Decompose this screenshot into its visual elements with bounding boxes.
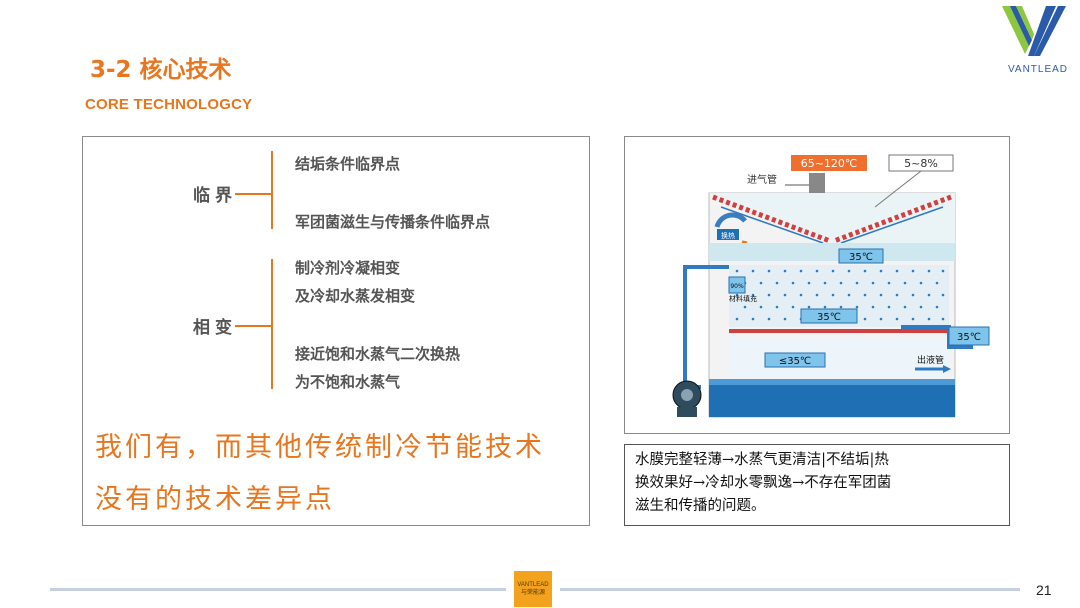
phase-item-2: 及冷却水蒸发相变 <box>295 287 416 305</box>
heat-exchange-label: 换热 <box>721 231 735 240</box>
connector-line <box>235 325 273 327</box>
footer-logo-line-1: VANTLEAD <box>517 582 549 588</box>
pump-rotor-icon <box>681 389 693 401</box>
outlet-arrowhead-icon <box>943 365 951 373</box>
highlight-text-line-1: 我们有，而其他传统制冷节能技术 <box>95 432 545 463</box>
logo-text: VANTLEAD <box>1007 64 1069 75</box>
v-film-right <box>840 206 944 244</box>
phase-item-4: 为不饱和水蒸气 <box>295 373 401 391</box>
cooling-tower-diagram: 65~120℃ 5~8% 进气管 换热 35℃ 90% 材料填充 35℃ <box>672 154 990 418</box>
temp-box-35-right <box>948 326 990 346</box>
percent-90-box <box>728 276 746 294</box>
phase-item-3: 接近饱和水蒸气二次换热 <box>295 345 461 363</box>
footer-logo-line-2: 与荣能源 <box>520 590 545 596</box>
condenser-pipe <box>729 329 949 333</box>
temp-range-box <box>791 155 867 171</box>
label-phase-change: 相变 <box>193 318 237 338</box>
footer-divider-right <box>560 588 1020 591</box>
inlet-nozzle <box>809 173 825 193</box>
critical-item-1: 结垢条件临界点 <box>295 155 401 173</box>
v-film-left <box>720 206 824 244</box>
temp-label-35-top: 35℃ <box>849 252 873 263</box>
pump-base <box>677 407 697 417</box>
page-number: 21 <box>1036 582 1052 598</box>
caption-line-2: 换效果好→冷却水零飘逸→不存在军团菌 <box>635 475 892 491</box>
percent-pointer <box>874 170 922 208</box>
water-basin <box>709 379 955 417</box>
temp-label-35-mid: 35℃ <box>817 312 841 323</box>
water-droplets <box>735 269 945 321</box>
heat-exchange-badge <box>717 229 739 240</box>
lower-chamber <box>729 337 949 377</box>
percent-90-label: 90% <box>730 283 744 290</box>
caption-box: 水膜完整轻薄→水蒸气更清洁|不结垢|热 换效果好→冷却水零飘逸→不存在军团菌 滋… <box>624 444 1010 526</box>
temp-label-le35: ≤35℃ <box>779 356 811 367</box>
footer-logo: VANTLEAD 与荣能源 <box>514 571 552 607</box>
label-critical: 临界 <box>193 186 237 206</box>
brand-logo: VANTLEAD <box>998 4 1080 80</box>
water-surface <box>709 379 955 385</box>
vantlead-logo-icon <box>1002 6 1066 56</box>
critical-phase-panel: 临界 结垢条件临界点 军团菌滋生与传播条件临界点 相变 制冷剂冷凝相变 及冷却水… <box>82 136 590 526</box>
page-title: 3-2 核心技术 <box>90 57 232 83</box>
cooling-tower-diagram-panel: 65~120℃ 5~8% 进气管 换热 35℃ 90% 材料填充 35℃ <box>624 136 1010 434</box>
outlet-pipe-label: 出液管 <box>917 354 944 366</box>
temp-box-35-top <box>838 248 884 264</box>
caption-line-3: 滋生和传播的问题。 <box>635 498 766 514</box>
temp-range-label: 65~120℃ <box>801 157 858 170</box>
phase-item-1: 制冷剂冷凝相变 <box>295 259 401 277</box>
critical-item-2: 军团菌滋生与传播条件临界点 <box>295 213 491 231</box>
bracket-line <box>271 151 273 229</box>
connector-line <box>235 193 273 195</box>
top-chamber <box>709 193 955 243</box>
percent-label: 5~8% <box>904 157 938 170</box>
page-subtitle: CORE TECHNOLOGCY <box>85 96 253 113</box>
footer-divider-left <box>50 588 506 591</box>
highlight-text-line-2: 没有的技术差异点 <box>95 484 335 515</box>
bracket-line <box>271 259 273 389</box>
temp-box-35-mid <box>800 308 858 324</box>
caption-line-1: 水膜完整轻薄→水蒸气更清洁|不结垢|热 <box>635 452 889 468</box>
fill-label: 材料填充 <box>729 294 757 303</box>
temp-label-35-right: 35℃ <box>957 332 981 343</box>
upper-water-band <box>709 243 955 261</box>
heat-exchange-arrow-icon <box>714 212 747 228</box>
temp-box-le35 <box>764 352 826 368</box>
inlet-pipe-label: 进气管 <box>747 173 777 186</box>
